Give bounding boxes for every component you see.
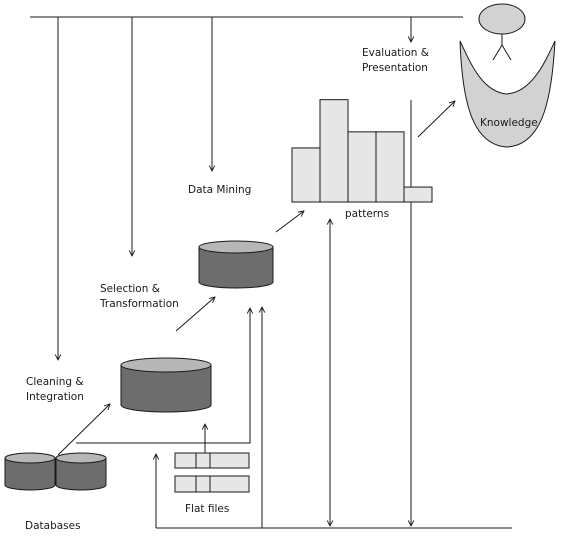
pattern-bar — [291, 147, 321, 203]
pattern-bar — [403, 186, 433, 203]
databases-to-selection-line — [76, 308, 250, 444]
selected-data-cylinder — [198, 240, 274, 289]
label-knowledge: Knowledge — [480, 117, 538, 129]
label-data-mining: Data Mining — [188, 184, 252, 196]
label-cleaning-line1: Cleaning & — [26, 376, 84, 388]
arrow-databases-to-cleaning — [57, 404, 110, 456]
pattern-bar — [319, 99, 349, 203]
label-cleaning-integration: Cleaning & Integration — [26, 375, 84, 405]
label-databases: Databases — [25, 520, 81, 532]
label-evaluation-line2: Presentation — [362, 62, 428, 74]
pattern-bar — [375, 131, 405, 203]
patterns-bar-chart — [291, 99, 433, 203]
knowledge-figure — [459, 3, 556, 148]
database-cylinder-left — [4, 452, 56, 491]
label-flat-files: Flat files — [185, 503, 230, 515]
label-evaluation-presentation: Evaluation & Presentation — [362, 46, 429, 76]
flat-files-icon — [174, 452, 250, 493]
arrow-selection-to-patterns — [275, 211, 304, 233]
label-selection-transformation: Selection & Transformation — [100, 282, 179, 312]
label-selection-line1: Selection & — [100, 283, 160, 295]
label-patterns: patterns — [345, 208, 390, 220]
database-cylinder-right — [55, 452, 107, 491]
integrated-data-cylinder — [120, 357, 212, 413]
label-cleaning-line2: Integration — [26, 391, 84, 403]
arrow-patterns-to-knowledge — [417, 101, 455, 138]
pattern-bar — [347, 131, 377, 203]
label-selection-line2: Transformation — [100, 298, 179, 310]
label-evaluation-line1: Evaluation & — [362, 47, 429, 59]
arrow-cleaning-to-selection — [175, 297, 215, 332]
